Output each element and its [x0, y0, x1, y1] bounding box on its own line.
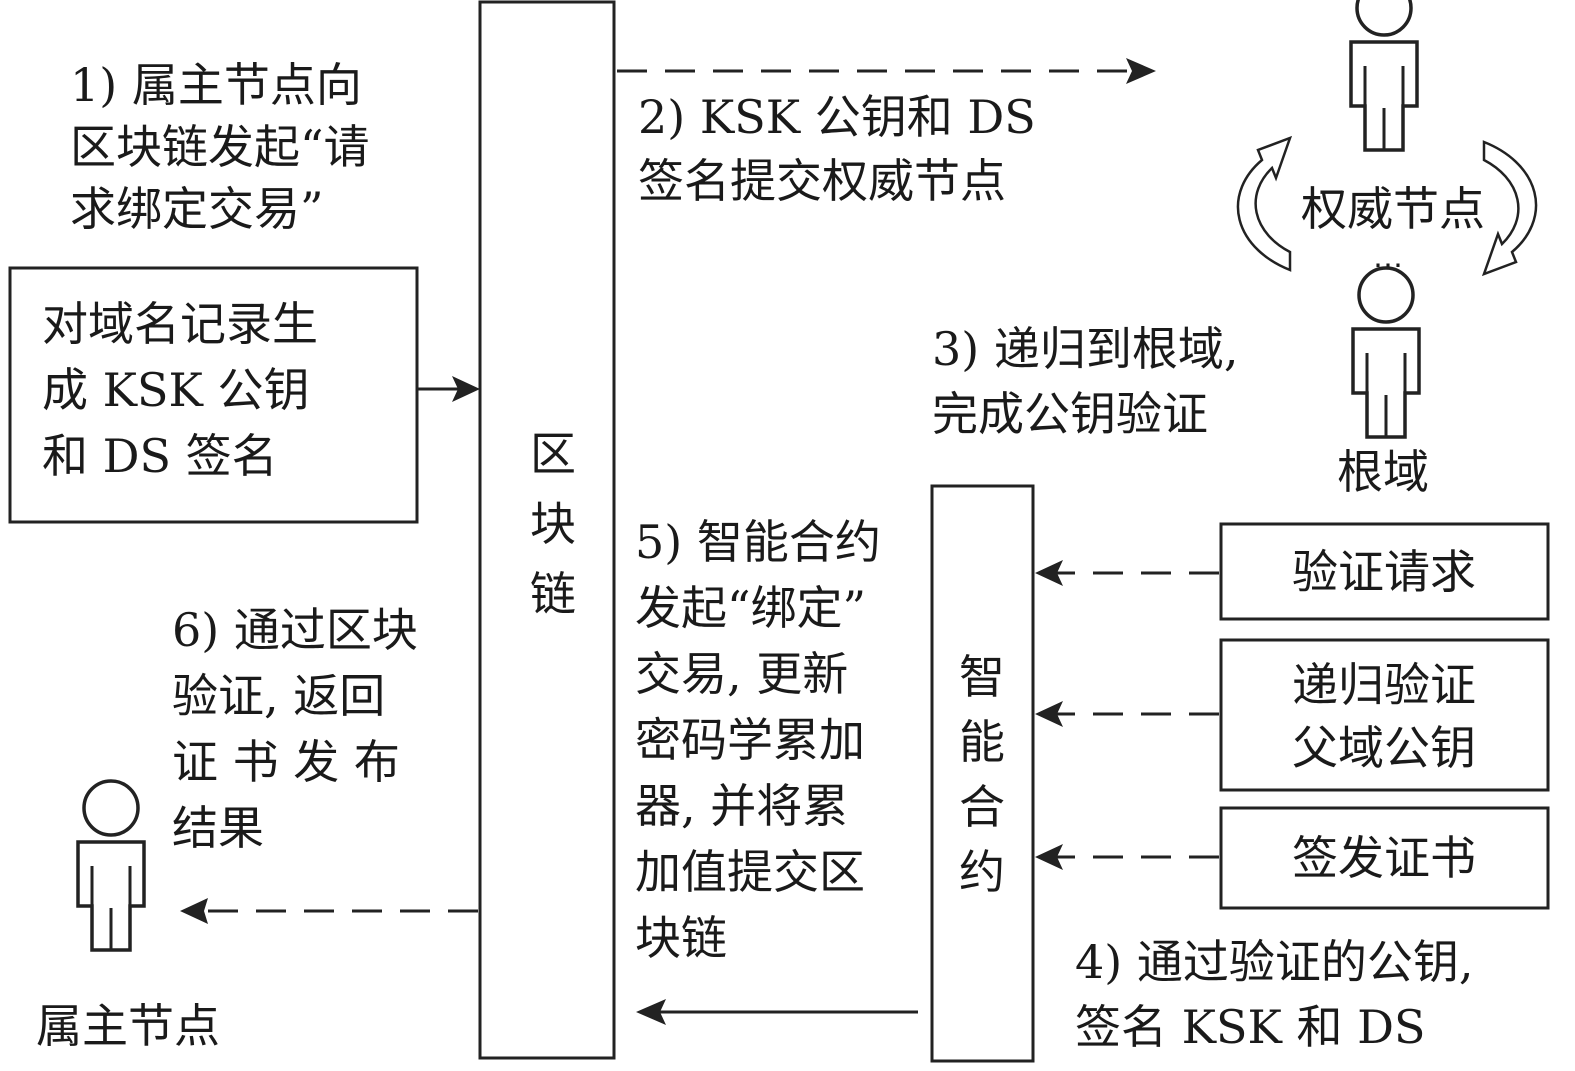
root-person-icon — [1351, 266, 1421, 439]
step3-line-1: 3) 递归到根域, — [932, 322, 1238, 376]
blockchain-to-owner-arrowhead — [180, 898, 208, 924]
step4-line-2: 签名 KSK 和 DS — [1075, 1000, 1426, 1054]
step1-line-3: 求绑定交易” — [70, 182, 324, 236]
recursive-verify-line-2: 父域公钥 — [1292, 721, 1476, 775]
issue-cert-arrowhead — [1035, 844, 1063, 870]
recursive-verify-arrowhead — [1035, 701, 1063, 727]
recursive-verify-line-1: 递归验证 — [1292, 658, 1476, 712]
record-box-line-1: 对域名记录生 — [42, 297, 318, 351]
step2-line-2: 签名提交权威节点 — [638, 154, 1006, 208]
step1-label: 1) 属主节点向 区块链发起“请 求绑定交易” — [70, 58, 370, 236]
step5-line-1: 5) 智能合约 — [635, 515, 881, 569]
step6-line-2: 验证, 返回 — [172, 669, 385, 723]
step5-line-3: 交易, 更新 — [635, 647, 848, 701]
step5-label: 5) 智能合约 发起“绑定” 交易, 更新 密码学累加 器, 并将累 加值提交区… — [635, 515, 881, 965]
verify-request-label: 验证请求 — [1292, 545, 1476, 599]
step5-line-2: 发起“绑定” — [635, 581, 866, 635]
recursive-verify-box — [1219, 638, 1550, 792]
owner-label: 属主节点 — [36, 999, 220, 1053]
step5-line-6: 加值提交区 — [635, 845, 865, 899]
blockchain-char-3: 链 — [530, 567, 576, 621]
step4-line-1: 4) 通过验证的公钥, — [1075, 935, 1473, 989]
verify-request-arrowhead — [1035, 560, 1063, 586]
step5-line-4: 密码学累加 — [635, 713, 865, 767]
step6-label: 6) 通过区块 验证, 返回 证 书 发 布 结果 — [172, 603, 418, 855]
step3-line-2: 完成公钥验证 — [932, 387, 1208, 441]
step5-line-5: 器, 并将累 — [635, 779, 848, 833]
authority-label: 权威节点 — [1301, 182, 1485, 236]
record-box — [8, 266, 419, 524]
step5-line-7: 块链 — [635, 911, 727, 965]
record-to-blockchain-arrowhead — [452, 376, 480, 402]
smart-contract-box — [930, 484, 1035, 1063]
smart-contract-char-1: 智 — [959, 650, 1005, 704]
step6-line-4: 结果 — [172, 801, 264, 855]
issue-cert-label: 签发证书 — [1292, 831, 1476, 885]
step6-line-1: 6) 通过区块 — [172, 603, 418, 657]
smart-contract-char-4: 约 — [959, 845, 1005, 899]
smart-contract-char-3: 合 — [959, 780, 1005, 834]
step1-line-2: 区块链发起“请 — [70, 120, 370, 174]
step2-line-1: 2) KSK 公钥和 DS — [638, 90, 1036, 144]
cycle-arrow-left-icon — [1236, 135, 1293, 272]
record-box-line-3: 和 DS 签名 — [42, 429, 278, 483]
blockchain-to-authority-arrowhead — [1126, 58, 1156, 84]
blockchain-char-1: 区 — [530, 427, 576, 481]
step1-line-1: 1) 属主节点向 — [70, 58, 362, 112]
record-box-line-2: 成 KSK 公钥 — [42, 363, 310, 417]
contract-to-blockchain-arrowhead — [636, 999, 666, 1025]
issue-cert-box — [1219, 806, 1550, 910]
cycle-arrow-right-icon — [1481, 140, 1538, 277]
owner-person-icon — [76, 779, 146, 952]
blockchain-box — [478, 0, 616, 1060]
smart-contract-char-2: 能 — [959, 715, 1005, 769]
blockchain-char-2: 块 — [530, 497, 576, 551]
root-domain-label: 根域 — [1337, 445, 1429, 499]
authority-person-icon — [1349, 0, 1419, 152]
step6-line-3: 证 书 发 布 — [172, 735, 400, 789]
verify-request-box — [1219, 522, 1550, 621]
